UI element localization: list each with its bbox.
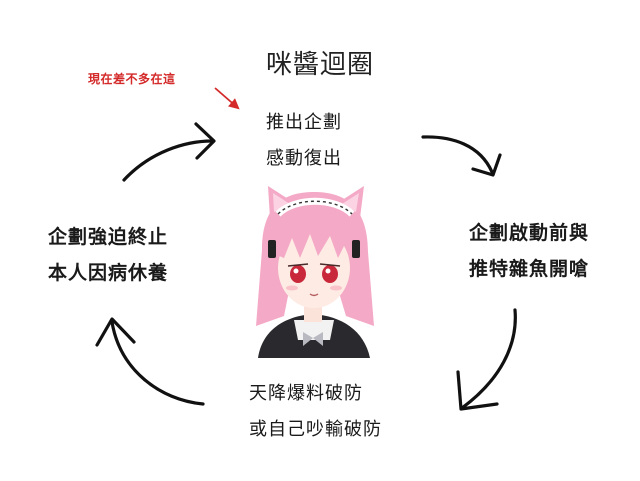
stage-top-line-1: 推出企劃 (266, 112, 342, 133)
stage-right-line-1: 企劃啟動前與 (469, 222, 590, 244)
stage-top: 推出企劃 感動復出 (266, 105, 342, 177)
arrow-bottom-to-left (95, 317, 205, 406)
catgirl-maid-avatar-icon (256, 186, 374, 358)
stage-left-line-1: 企劃強迫終止 (48, 226, 169, 248)
stage-bottom-line-1: 天降爆料破防 (249, 383, 363, 404)
stage-bottom: 天降爆料破防 或自己吵輸破防 (249, 376, 382, 448)
stage-right-line-2: 推特雜魚開嗆 (469, 258, 590, 280)
stage-left-line-2: 本人因病休養 (48, 262, 169, 284)
stage-left: 企劃強迫終止 本人因病休養 (48, 219, 168, 291)
note-pointer-arrow (214, 87, 240, 110)
stage-right: 企劃啟動前與 推特雜魚開嗆 (469, 215, 589, 287)
diagram-title: 咪醬迴圈 (265, 50, 374, 80)
stage-top-line-2: 感動復出 (266, 148, 342, 169)
stage-bottom-line-2: 或自己吵輸破防 (249, 419, 382, 440)
current-position-note: 現在差不多在這 (88, 72, 176, 86)
arrow-left-to-top (122, 122, 216, 182)
arrow-top-to-right (421, 135, 502, 177)
arrow-right-to-bottom (456, 308, 517, 411)
